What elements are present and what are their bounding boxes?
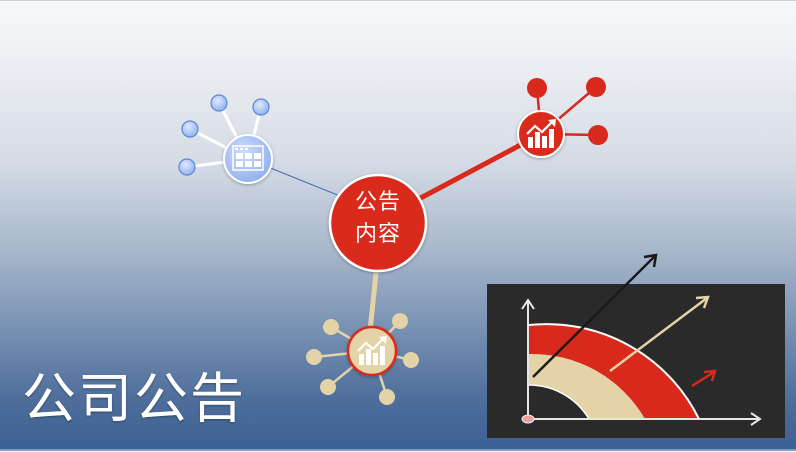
- red-child-node: [588, 125, 608, 145]
- calendar-node-cluster[interactable]: [178, 94, 273, 184]
- beige-child-node: [306, 349, 322, 365]
- beige-child-node: [323, 319, 339, 335]
- calendar-child-node: [181, 120, 199, 138]
- calendar-child-node: [210, 94, 228, 112]
- calendar-grid-icon: [232, 145, 264, 171]
- beige-chart-node-cluster[interactable]: [306, 313, 419, 405]
- red-chart-node-cluster[interactable]: [517, 77, 608, 158]
- beige-child-node: [379, 389, 395, 405]
- center-node-label: 公告 内容: [330, 187, 426, 251]
- slide-title: 公司公告: [22, 367, 246, 430]
- beige-child-node: [403, 352, 419, 368]
- quarter-ring-illustration: [521, 253, 762, 426]
- bar-chart-trend-icon: [526, 119, 556, 148]
- beige-child-node: [320, 379, 336, 395]
- red-child-node: [586, 77, 606, 97]
- center-node-label-line2: 内容: [354, 222, 401, 247]
- beige-arrow: [609, 297, 708, 372]
- beige-child-node: [392, 313, 408, 329]
- origin-dot: [521, 414, 535, 424]
- center-node[interactable]: [328, 173, 428, 273]
- bar-chart-trend-icon: [357, 336, 387, 365]
- dark-arrow: [532, 255, 656, 378]
- red-arrow: [691, 370, 715, 388]
- red-child-node: [527, 78, 547, 98]
- calendar-child-node: [178, 158, 196, 176]
- bottom-divider: [0, 449, 796, 451]
- calendar-child-node: [252, 98, 270, 116]
- center-node-label-line1: 公告: [354, 190, 401, 215]
